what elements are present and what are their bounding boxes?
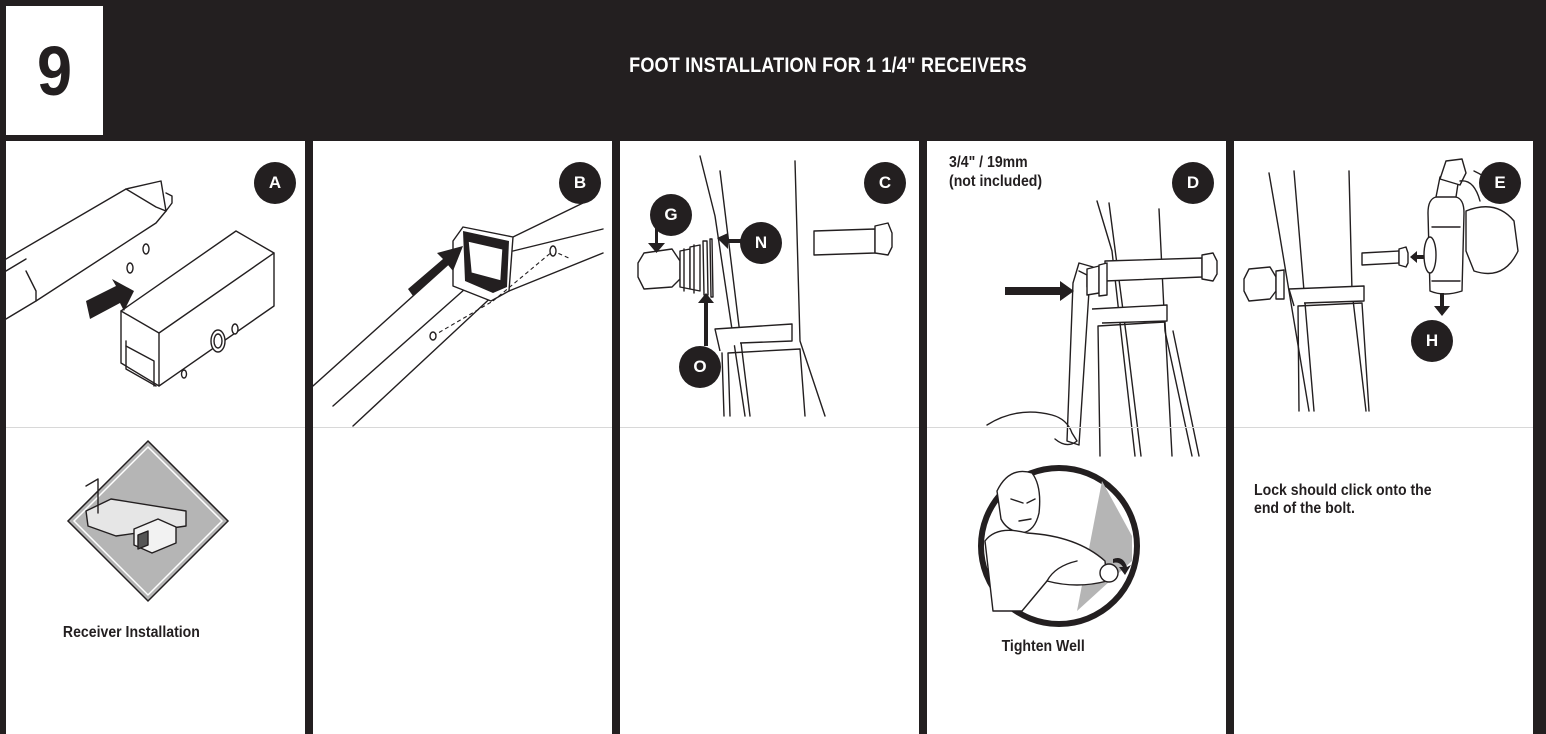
- panel-a-badge: A: [254, 162, 296, 204]
- panel-d-badge: D: [1172, 162, 1214, 204]
- panel-e-divider: [1234, 427, 1533, 428]
- panel-d: 3/4" / 19mm (not included) D Tighten Wel…: [927, 141, 1226, 734]
- panel-a-divider: [6, 427, 305, 428]
- receiver-installation-icon: [66, 439, 230, 603]
- bolt-assembly-illustration: [637, 155, 893, 417]
- panel-d-divider: [927, 427, 1226, 428]
- step-number-box: 9: [6, 6, 103, 135]
- tighten-well-caption: Tighten Well: [1001, 638, 1085, 655]
- panel-b-divider: [313, 427, 612, 428]
- panel-a: A Receiver Installation: [6, 141, 305, 734]
- step-title: FOOT INSTALLATION FOR 1 1/4" RECEIVERS: [629, 54, 1027, 77]
- receiver-insertion-illustration: [6, 180, 275, 603]
- callout-g: G: [650, 194, 692, 236]
- callout-h: H: [1411, 320, 1453, 362]
- panel-c: C G N O: [620, 141, 919, 734]
- panel-c-divider: [620, 427, 919, 428]
- panel-e: E H Lock should click onto the end of th…: [1234, 141, 1533, 734]
- lock-click-note: Lock should click onto the end of the bo…: [1254, 482, 1432, 517]
- panel-c-badge: C: [864, 162, 906, 204]
- step-header: 9 FOOT INSTALLATION FOR 1 1/4" RECEIVERS: [0, 0, 1546, 140]
- wrench-tightening-illustration: [978, 200, 1218, 627]
- panel-b-badge: B: [559, 162, 601, 204]
- panel-e-badge: E: [1479, 162, 1521, 204]
- tighten-well-icon: [978, 465, 1140, 627]
- step-number: 9: [36, 31, 73, 110]
- panel-b: B: [313, 141, 612, 734]
- lock-installation-illustration: [1243, 158, 1519, 412]
- callout-o: O: [679, 346, 721, 388]
- receiver-installation-caption: Receiver Installation: [62, 624, 200, 641]
- callout-n: N: [740, 222, 782, 264]
- tube-insertion-illustration: [313, 202, 604, 427]
- tool-size-note: 3/4" / 19mm (not included): [949, 154, 1043, 190]
